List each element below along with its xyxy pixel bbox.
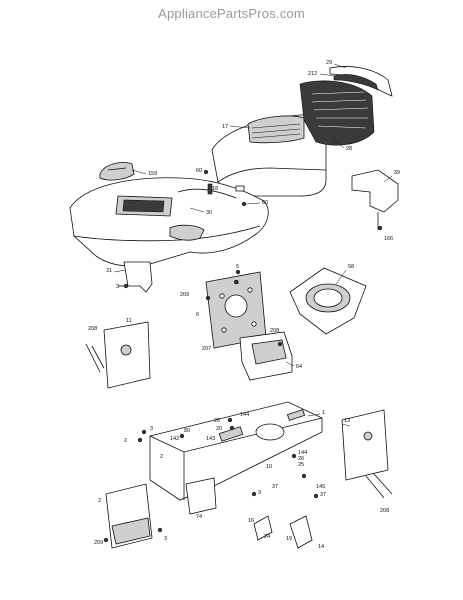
callout-58: 58 (348, 264, 354, 270)
callout-16: 16 (248, 518, 254, 524)
callout-30: 30 (206, 210, 212, 216)
callout-142: 142 (170, 436, 179, 442)
part-callouts: 29 212 17 28 60 159 18 30 60 39 166 31 3… (88, 60, 400, 550)
callout-6: 6 (196, 312, 199, 318)
callout-31: 31 (106, 268, 112, 274)
watermark-text: AppliancePartsPros.com (158, 6, 305, 21)
callout-60-right: 60 (262, 200, 268, 206)
callout-143: 143 (206, 436, 215, 442)
callout-145: 145 (316, 484, 325, 490)
bracket-31-part[interactable] (118, 261, 153, 293)
callout-26-a: 26 (214, 418, 220, 424)
callout-28: 28 (346, 146, 352, 152)
side-panel-11-part[interactable] (85, 321, 151, 389)
hood-part[interactable] (211, 114, 327, 197)
callout-18: 18 (212, 186, 218, 192)
callout-64: 64 (296, 364, 302, 370)
callout-13: 13 (344, 418, 350, 424)
callout-17: 17 (222, 124, 228, 130)
callout-3-c: 3 (258, 490, 261, 496)
callout-10: 10 (266, 464, 272, 470)
fender-part[interactable] (69, 177, 269, 267)
callout-208-b: 208 (270, 328, 279, 334)
callout-166: 166 (384, 236, 393, 242)
callout-25: 25 (298, 462, 304, 468)
callout-11: 11 (126, 318, 132, 324)
leader-lines (113, 63, 393, 427)
callout-209: 209 (180, 292, 189, 298)
pedal-bracket-14-part[interactable] (289, 515, 313, 549)
pedal-bracket-16-part[interactable] (253, 515, 273, 541)
callout-5-a: 5 (236, 264, 239, 270)
callout-1: 1 (322, 410, 325, 416)
callout-3-b: 3 (150, 426, 153, 432)
side-plate-13-part[interactable] (341, 409, 393, 499)
control-box-part[interactable] (239, 331, 293, 381)
callout-74: 74 (196, 514, 202, 520)
callout-37-a: 37 (272, 484, 278, 490)
callout-209-b: 209 (94, 540, 103, 546)
callout-29: 29 (326, 60, 332, 66)
grille-part[interactable] (299, 80, 375, 146)
callout-26-b: 26 (298, 456, 304, 462)
callout-144-a: 144 (240, 412, 249, 418)
callout-24: 24 (264, 534, 270, 540)
callout-144-b: 144 (298, 450, 307, 456)
main-frame-part[interactable] (149, 401, 323, 501)
bracket-39-part[interactable] (351, 169, 399, 230)
callout-14: 14 (318, 544, 324, 550)
callout-60-top: 60 (196, 168, 202, 174)
hood-trim-part[interactable] (329, 66, 393, 97)
axle-bracket-part[interactable] (185, 477, 217, 515)
callout-3-d: 3 (164, 536, 167, 542)
callout-159: 159 (148, 171, 157, 177)
callout-208-c: 208 (380, 508, 389, 514)
callout-5-b: 5 (236, 280, 239, 286)
tank-tray-part[interactable] (289, 267, 367, 335)
callout-39: 39 (394, 170, 400, 176)
callout-212: 212 (308, 71, 317, 77)
callout-2-a: 2 (124, 438, 127, 444)
bumper-bracket-part[interactable] (105, 483, 153, 549)
callout-37-b: 37 (320, 492, 326, 498)
callout-208-a: 208 (88, 326, 97, 332)
callout-2-c: 2 (98, 498, 101, 504)
callout-207: 207 (202, 346, 211, 352)
callout-3-a: 3 (116, 284, 119, 290)
callout-19: 19 (286, 536, 292, 542)
hardware-fasteners (103, 169, 383, 543)
callout-80: 80 (184, 428, 190, 434)
callout-2-b: 2 (160, 454, 163, 460)
seat-pan-part[interactable] (99, 162, 135, 181)
callout-20: 20 (216, 426, 222, 432)
